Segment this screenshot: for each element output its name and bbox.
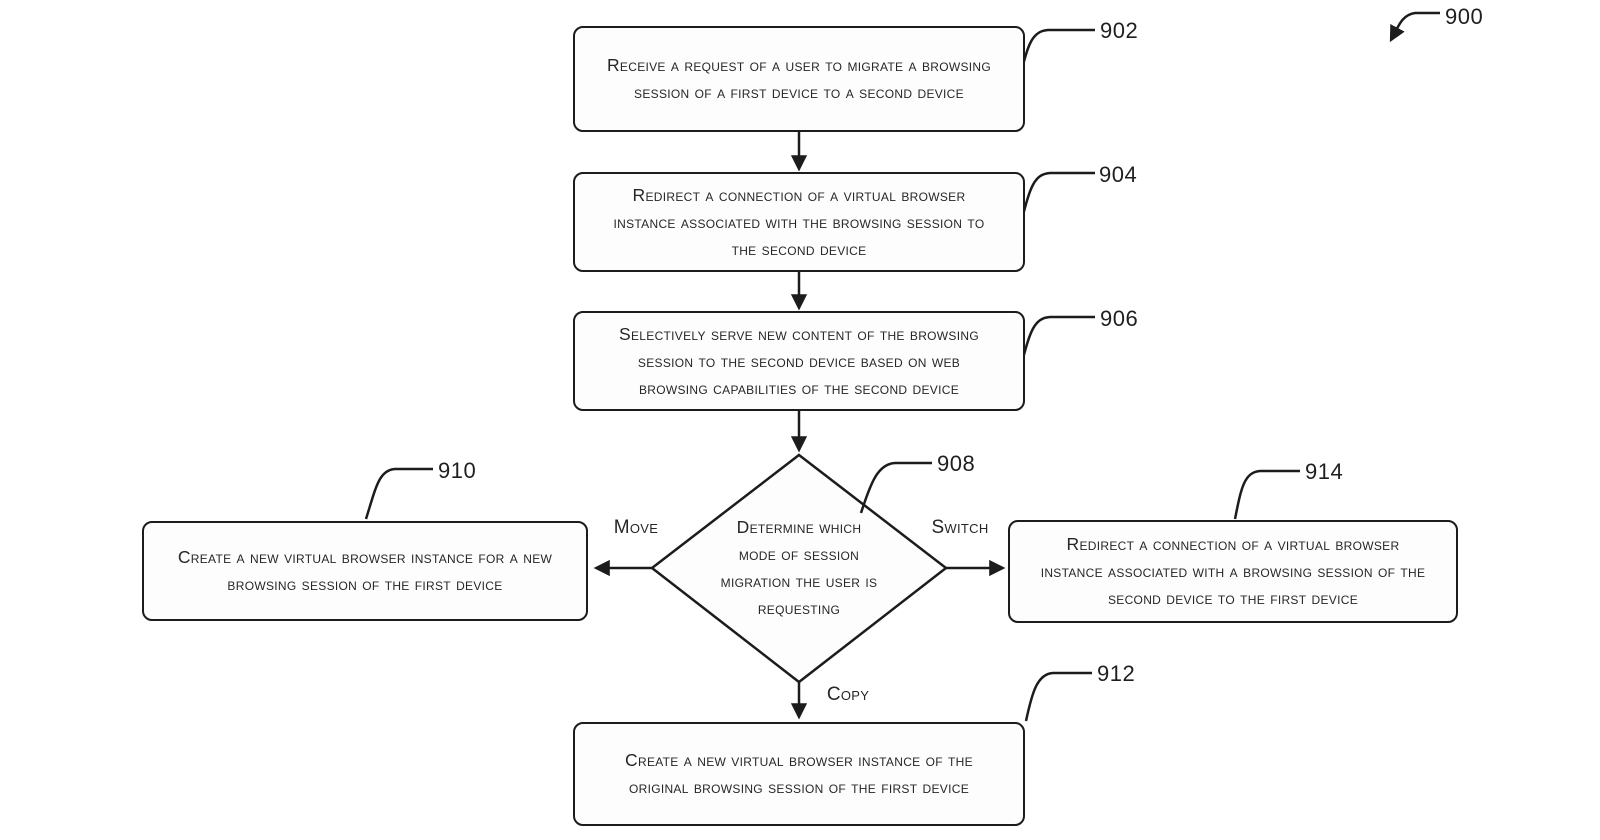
branch-label-switch: Switch [931, 517, 989, 538]
ref-904: 904 [1099, 162, 1138, 187]
step-text-906: Selectively serve new content of the bro… [619, 323, 979, 398]
step-box-914: Redirect a connection of a virtual brows… [1008, 520, 1458, 623]
step-box-904: Redirect a connection of a virtual brows… [573, 172, 1025, 272]
decision-text-line: requesting [757, 598, 841, 618]
step-box-902: Receive a request of a user to migrate a… [573, 26, 1025, 132]
ref-908: 908 [937, 451, 976, 476]
step-text-910: Create a new virtual browser instance fo… [177, 547, 553, 594]
step-text-904: Redirect a connection of a virtual brows… [613, 184, 985, 259]
decision-text-line: mode of session [738, 544, 860, 564]
branch-label-copy: Copy [826, 684, 870, 705]
step-box-906: Selectively serve new content of the bro… [573, 311, 1025, 411]
decision-text-908: Determine which mode of session migratio… [694, 512, 904, 624]
decision-text-line: Determine which [736, 517, 862, 537]
leader-910 [364, 467, 433, 520]
ref-910: 910 [438, 458, 477, 483]
leader-914 [1233, 469, 1300, 520]
leader-906 [1020, 315, 1095, 363]
leader-902 [1019, 28, 1095, 74]
figure-reference-arrow [1389, 11, 1440, 43]
decision-text-line: migration the user is [720, 571, 878, 591]
branch-label-move: Move [613, 517, 659, 538]
figure-reference-number: 900 [1445, 4, 1484, 29]
ref-906: 906 [1100, 306, 1139, 331]
ref-902: 902 [1100, 18, 1139, 43]
step-text-914: Redirect a connection of a virtual brows… [1040, 534, 1426, 608]
leader-908 [859, 461, 932, 514]
step-box-912: Create a new virtual browser instance of… [573, 722, 1025, 826]
ref-914: 914 [1305, 459, 1344, 484]
step-text-902: Receive a request of a user to migrate a… [606, 55, 992, 102]
step-text-912: Create a new virtual browser instance of… [625, 750, 973, 797]
step-box-910: Create a new virtual browser instance fo… [142, 521, 588, 621]
leader-912 [1024, 671, 1092, 722]
ref-912: 912 [1097, 661, 1136, 686]
leader-904 [1020, 171, 1095, 220]
